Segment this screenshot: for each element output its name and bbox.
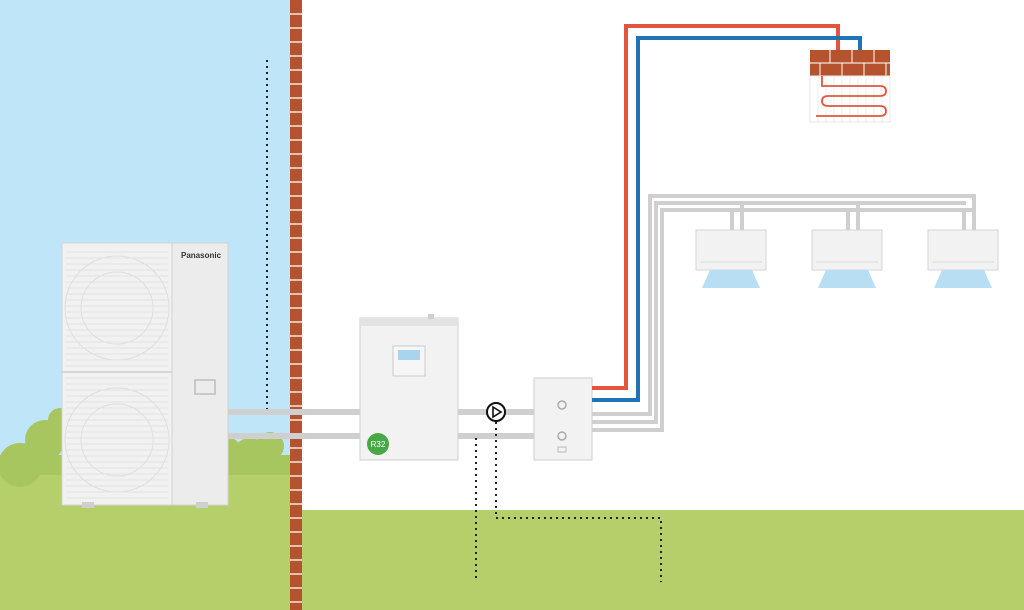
distribution-box — [533, 377, 593, 461]
underfloor-heating — [809, 50, 891, 123]
refrigerant-badge-label: R32 — [371, 440, 386, 449]
service-panel — [194, 379, 216, 395]
outdoor-unit-brand: Panasonic — [181, 251, 222, 260]
refrigerant-badge — [367, 433, 389, 455]
airflow-1 — [702, 270, 760, 288]
control-screen — [398, 350, 420, 360]
indoor-floor — [300, 510, 1024, 610]
fan-coil-unit-2 — [811, 229, 883, 288]
circulation-pump — [486, 402, 506, 422]
airflow-2 — [818, 270, 876, 288]
airflow-3 — [934, 270, 992, 288]
fan-coil-pipes — [592, 194, 976, 432]
cold-water-pipe — [592, 36, 862, 402]
outdoor-unit: Panasonic — [61, 242, 229, 508]
unit-foot-left — [82, 502, 94, 508]
fan-coil-unit-1 — [695, 229, 767, 288]
hydro-module: R32 — [359, 314, 459, 461]
valve-top-icon — [557, 400, 567, 410]
hot-water-pipe — [592, 24, 840, 390]
brick-wall — [290, 0, 302, 610]
unit-foot-right — [196, 502, 208, 508]
valve-bottom-icon — [557, 431, 567, 441]
ground-loop-wiring — [475, 422, 662, 582]
fan-coil-unit-3 — [927, 229, 999, 288]
refrigerant-lines — [228, 409, 362, 439]
heating-coil — [816, 76, 887, 117]
